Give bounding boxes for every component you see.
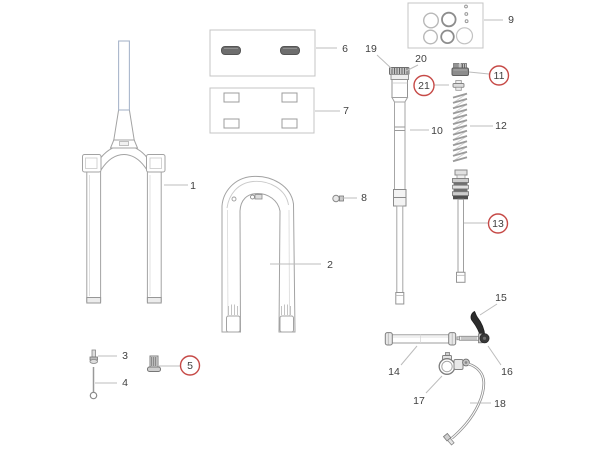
part-label-6: 6: [342, 43, 348, 55]
part-13-air-shaft: [452, 169, 469, 283]
part-label-7: 7: [343, 105, 349, 117]
part-11-top-cap: [451, 63, 469, 76]
steerer-taper: [113, 109, 135, 141]
part-label-16: 16: [501, 366, 513, 378]
part-14-axle: [384, 332, 457, 346]
part-label-18: 18: [494, 398, 506, 410]
part-17-remote-clamp: [438, 352, 470, 375]
left-upper-tube: [86, 171, 102, 302]
part-label-2: 2: [327, 259, 333, 271]
part-label-21: 21: [418, 80, 430, 92]
lower-legs-silhouette: [221, 175, 296, 333]
highlight-circle-13: [487, 213, 509, 234]
part-9-seal-kit-box: [407, 2, 484, 49]
part-label-9: 9: [508, 14, 514, 26]
part-label-11: 11: [494, 70, 505, 82]
part-15-qr-lever: [470, 310, 486, 338]
leader-lines: [95, 19, 503, 404]
part-3-bolt: [89, 349, 98, 364]
part-10-damper: [389, 67, 410, 305]
part-label-12: 12: [495, 120, 507, 132]
part-1-crown-steerer-unit: [82, 40, 166, 304]
part-label-10: 10: [431, 125, 443, 137]
part-12-coil-spring: [452, 92, 468, 163]
part-21-fitting: [452, 80, 465, 91]
highlight-circle-5: [179, 355, 201, 376]
part-label-19: 19: [365, 43, 377, 55]
pad-left: [221, 46, 241, 55]
part-label-15: 15: [495, 292, 507, 304]
part-label-1: 1: [190, 180, 196, 192]
part-label-20: 20: [415, 53, 427, 65]
part-4-rebound-rod: [89, 367, 98, 400]
part-7-decal-kit-box: [209, 87, 315, 134]
part-6-pad-kit-box: [209, 29, 316, 77]
part-label-17: 17: [413, 395, 425, 407]
part-8-fitting: [332, 194, 344, 203]
part-5-bolt: [147, 355, 161, 372]
crown-left-shoulder: [82, 154, 102, 173]
part-label-8: 8: [361, 192, 367, 204]
part-16-axle-bolt: [456, 333, 490, 344]
hose-end-fitting: [442, 432, 455, 446]
part-labels: 1 2 3 4 5 6 7 8 9 10 11 12 13 14 15 16 1…: [122, 14, 514, 410]
left-dropout: [226, 315, 241, 333]
part-label-4: 4: [122, 377, 128, 389]
right-dropout: [279, 315, 294, 333]
highlight-circle-11: [488, 65, 510, 86]
highlight-circle-21: [413, 74, 435, 97]
part-label-3: 3: [122, 350, 128, 362]
part-label-13: 13: [492, 218, 504, 230]
part-label-5: 5: [187, 360, 193, 372]
steerer-tube: [118, 40, 130, 111]
crown-right-shoulder: [146, 154, 166, 173]
part-2-lower-legs: [221, 175, 296, 333]
crown-arch: [100, 144, 148, 172]
part-18-hose: [442, 362, 486, 446]
part-label-14: 14: [388, 366, 400, 378]
right-upper-tube: [146, 171, 162, 302]
pad-right: [280, 46, 300, 55]
